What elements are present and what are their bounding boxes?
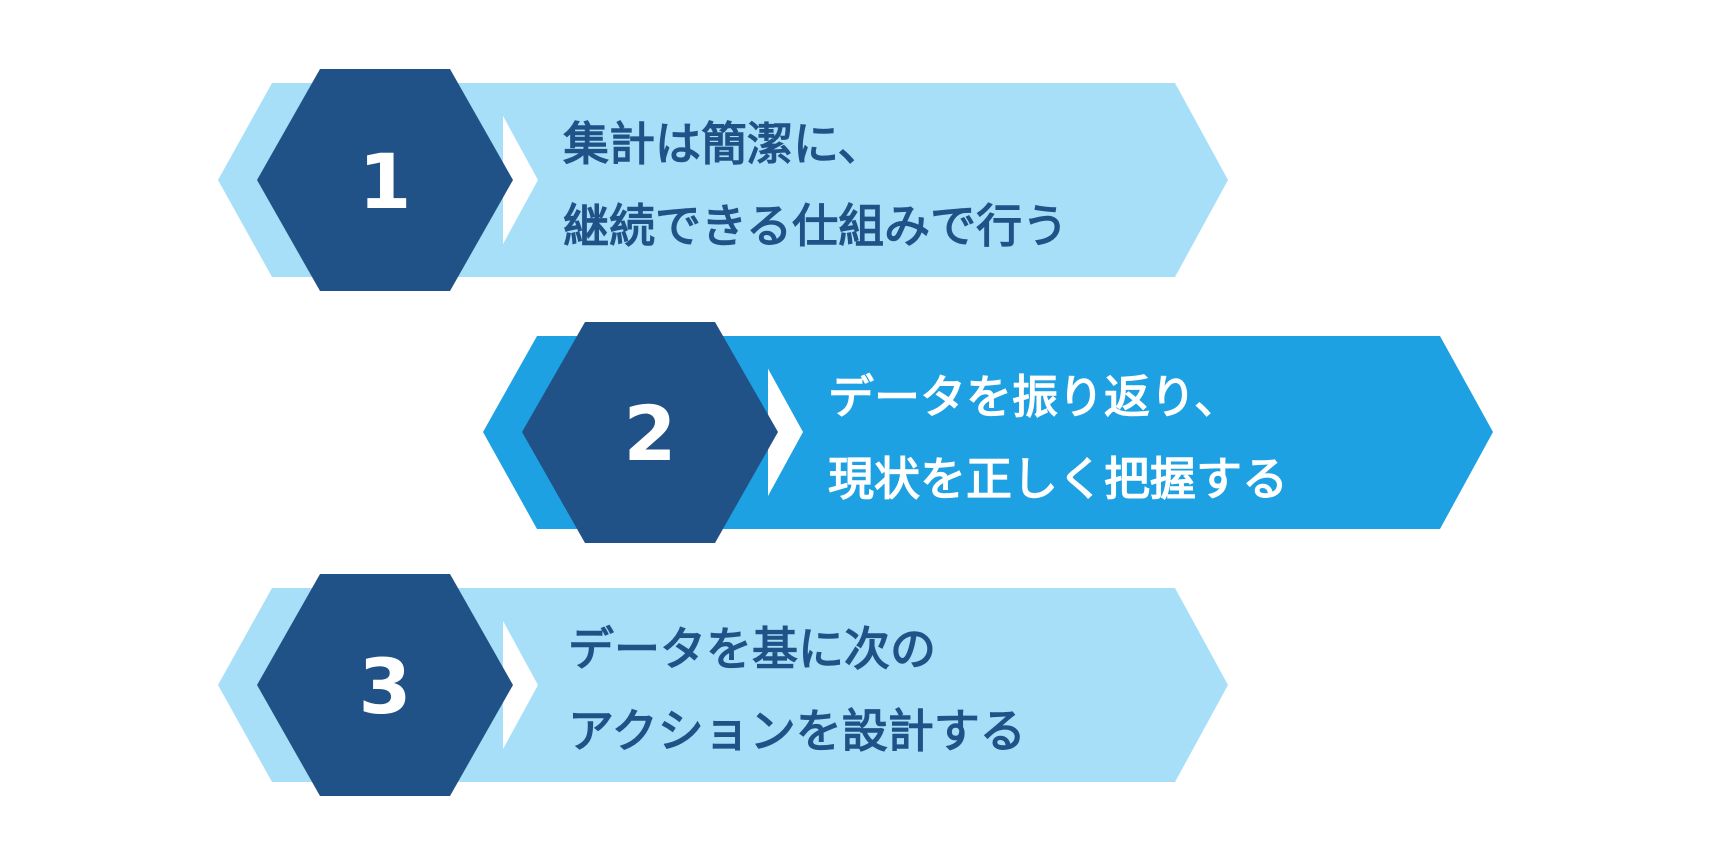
step-1-line-2: 継続できる仕組みで行う bbox=[563, 199, 1068, 253]
step-2-line-2: 現状を正しく把握する bbox=[828, 452, 1288, 506]
step-3-line-1: データを基に次の bbox=[568, 622, 936, 676]
step-1-number-hexagon bbox=[257, 69, 513, 291]
step-2-line-1: データを振り返り、 bbox=[828, 370, 1240, 424]
step-2-banner bbox=[750, 336, 1493, 529]
step-1-number: 1 bbox=[359, 137, 412, 226]
step-2-number-hexagon bbox=[522, 322, 778, 543]
step-3-number-hexagon bbox=[257, 574, 513, 796]
step-2: 2 データを振り返り、 現状を正しく把握する bbox=[483, 322, 1493, 543]
step-2-number: 2 bbox=[624, 389, 677, 478]
step-1-line-1: 集計は簡潔に、 bbox=[562, 117, 884, 171]
step-1: 1 集計は簡潔に、 継続できる仕組みで行う bbox=[218, 69, 1228, 291]
step-3-line-2: アクションを設計する bbox=[568, 704, 1026, 758]
step-3: 3 データを基に次の アクションを設計する bbox=[218, 574, 1228, 796]
step-3-banner bbox=[485, 588, 1228, 782]
step-3-number: 3 bbox=[359, 642, 412, 731]
step-1-banner bbox=[485, 83, 1228, 277]
